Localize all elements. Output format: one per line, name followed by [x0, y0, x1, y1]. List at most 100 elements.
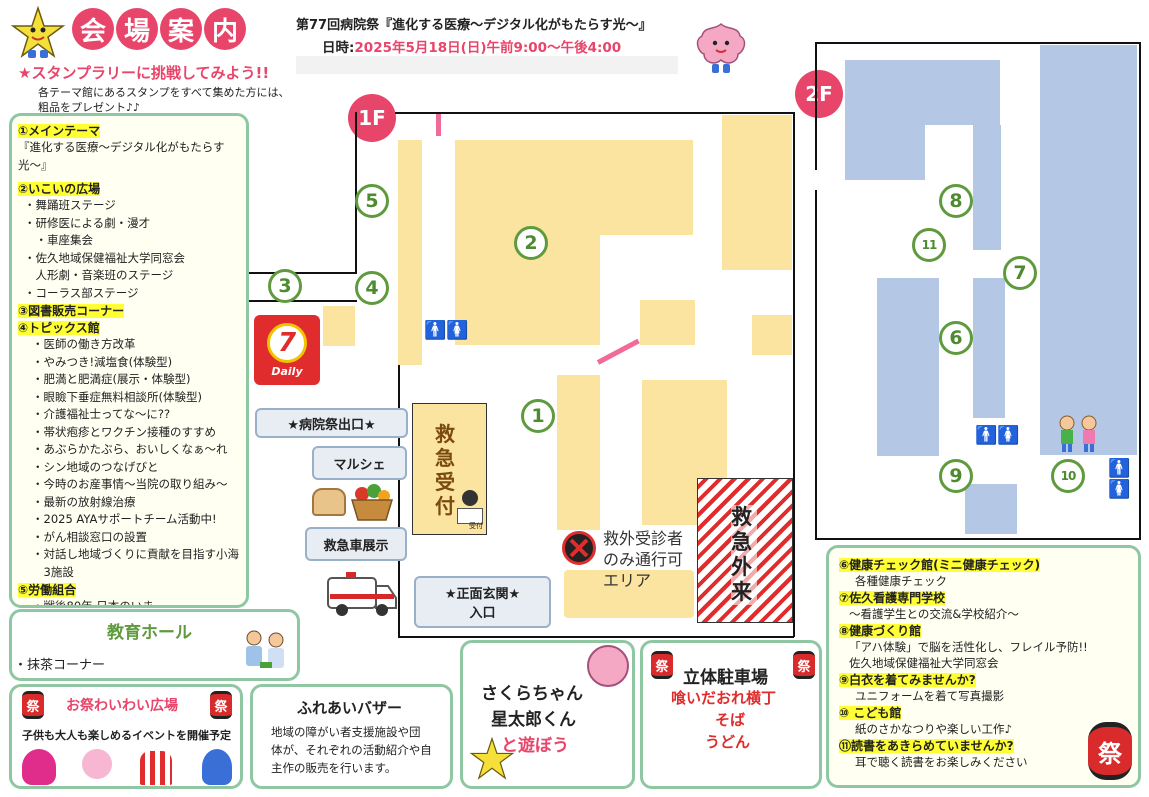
stamp-rally-title: ★スタンプラリーに挑戦してみよう!!: [18, 64, 270, 82]
festival-plaza-desc: 子供も大人も楽しめるイベントを開催予定: [22, 729, 231, 742]
location-marker: 2: [514, 226, 548, 260]
room-2f-block: [1040, 45, 1137, 455]
star-mascot-icon: [10, 5, 66, 62]
list-item: ・眼瞼下垂症無料相談所(体験型): [32, 389, 202, 404]
wall: [249, 272, 357, 274]
location-marker: 5: [355, 184, 389, 218]
sakura-mascot-icon: [587, 645, 629, 687]
room-block: [697, 380, 727, 478]
parking-line-1: 喰いだおれ横丁: [671, 689, 777, 707]
wall: [395, 112, 795, 114]
room-block: [640, 300, 695, 345]
restricted-line-2: のみ通行可: [603, 550, 684, 569]
lantern-icon: 祭: [1088, 722, 1132, 780]
festival-lantern-icon: 祭: [22, 691, 44, 719]
mascot-line-2: 星太郎くん: [491, 710, 576, 730]
date-value: 2025年5月18日(日)午前9:00～午後4:00: [354, 40, 622, 56]
education-hall-panel: 教育ホール ・抹茶コーナー: [9, 609, 300, 681]
bazaar-title: ふれあいバザー: [297, 699, 403, 717]
entrance-line-1: ★正面玄関★: [444, 587, 521, 602]
popcorn-icon: [140, 751, 172, 785]
wall: [1139, 42, 1141, 540]
festival-person-icon: [202, 749, 232, 785]
room-2f-block: [973, 125, 1001, 250]
list-item: ・最新の放射線治療: [32, 494, 136, 509]
festival-lantern-icon: 祭: [651, 651, 673, 679]
section-1-line-1: 『進化する医療～デジタル化がもたらす: [18, 140, 225, 154]
wall: [815, 42, 1141, 44]
location-marker: 8: [939, 184, 973, 218]
pink-marker: [596, 338, 640, 365]
section-9-title: ⑨白衣を着てみませんか?: [839, 673, 976, 687]
children-icon: [1053, 414, 1103, 454]
section-6-title: ⑥健康チェック館(ミニ健康チェック): [839, 558, 1041, 572]
mascot-line-3: と遊ぼう: [501, 736, 569, 756]
festival-exit-label: ★病院祭出口★: [255, 408, 408, 438]
wall: [355, 112, 357, 172]
room-2f-block: [965, 484, 1017, 534]
festival-plaza-panel: 祭 祭 お祭わいわい広場 子供も大人も楽しめるイベントを開催予定: [9, 684, 243, 789]
location-marker: 1: [521, 399, 555, 433]
room-block: [455, 140, 693, 235]
list-item: ・帯状疱疹とワクチン接種のすすめ: [32, 424, 216, 439]
list-item: ・研修医による劇・漫才: [24, 215, 151, 230]
restricted-line-3: エリア: [603, 571, 652, 590]
marche-label: マルシェ: [312, 446, 407, 480]
mascot-line-1: さくらちゃん: [481, 684, 583, 704]
entrance-line-2: 入口: [469, 606, 496, 621]
education-hall-item: ・抹茶コーナー: [14, 658, 106, 673]
list-item: ・2025 AYAサポートチーム活動中!: [32, 512, 217, 526]
restroom-icon: 🚹🚺: [424, 320, 469, 341]
list-item: ・あぶらかたぶら、おいしくなぁ〜れ: [32, 442, 228, 456]
list-item: 人形劇・音楽班のステージ: [24, 268, 174, 282]
list-item: ・医師の働き方改革: [32, 337, 136, 351]
cotton-candy-icon: [82, 749, 112, 779]
location-marker: 6: [939, 321, 973, 355]
tea-ceremony-icon: [240, 626, 290, 676]
no-entry-icon: [562, 531, 596, 565]
ambulance-icon: [326, 568, 398, 618]
ambulance-exhibit-label: 救急車展示: [305, 527, 407, 561]
location-marker: 3: [268, 269, 302, 303]
store-mark: 7: [267, 322, 307, 363]
parking-panel: 祭 祭 立体駐車場 喰いだおれ横丁 そば うどん: [640, 640, 822, 789]
wall: [793, 112, 795, 637]
vegetable-basket-icon: [348, 482, 396, 522]
room-2f-block: [845, 60, 1000, 125]
list-item: ・佐久地域保健福祉大学同窓会: [24, 250, 185, 265]
list-item: ・コーラス部ステージ: [24, 285, 139, 300]
section-9-desc: ユニフォームを着て写真撮影: [855, 689, 1005, 703]
wall: [815, 538, 1141, 540]
list-item: ・介護福祉士ってな〜に??: [32, 407, 171, 421]
festival-child-icon: [22, 749, 56, 785]
room-2f-block: [877, 278, 939, 456]
list-item: ・シン地域のつなげびと: [32, 459, 159, 474]
list-item: ・戦後80年 日本のいま: [32, 599, 154, 608]
title-char: 案: [160, 8, 202, 50]
restricted-text: 救外受診者 のみ通行可 エリア: [603, 528, 683, 591]
mascot-panel: さくらちゃん 星太郎くん と遊ぼう: [460, 640, 635, 789]
room-block: [752, 315, 792, 355]
list-item: ・やみつき!減塩食(体験型): [32, 354, 173, 369]
pink-marker: [436, 114, 441, 136]
restroom-icon: 🚹🚺: [975, 425, 1020, 446]
section-8-desc-1: 「アハ体験」で脳を活性化し、フレイル予防!!: [849, 640, 1088, 654]
location-marker: 4: [355, 271, 389, 305]
parking-line-2: そば: [715, 711, 746, 729]
section-1-title: ①メインテーマ: [18, 124, 101, 138]
lantern-label: 祭: [1098, 739, 1122, 768]
section-11-title: ⑪読書をあきらめていませんか?: [839, 739, 1014, 753]
list-item: ・車座集会: [24, 233, 93, 247]
bazaar-panel: ふれあいバザー 地域の障がい者支援施設や団 体が、それぞれの活動紹介や自 主作の…: [250, 684, 453, 789]
list-item: ・対話し地域づくりに貢献を目指す小海: [32, 547, 239, 561]
bazaar-desc-2: 体が、それぞれの活動紹介や自: [271, 743, 432, 757]
wall: [398, 360, 400, 637]
section-2-title: ②いこいの広場: [18, 182, 101, 196]
bread-icon: [312, 488, 346, 516]
section-5-title: ⑤労働組合: [18, 583, 77, 597]
title-char: 会: [72, 8, 114, 50]
parking-title: 立体駐車場: [683, 668, 768, 688]
page-title: 会 場 案 内: [72, 8, 246, 50]
room-2f-block: [973, 278, 1005, 418]
section-8-desc-2: 佐久地域保健福祉大学同窓会: [849, 656, 999, 670]
